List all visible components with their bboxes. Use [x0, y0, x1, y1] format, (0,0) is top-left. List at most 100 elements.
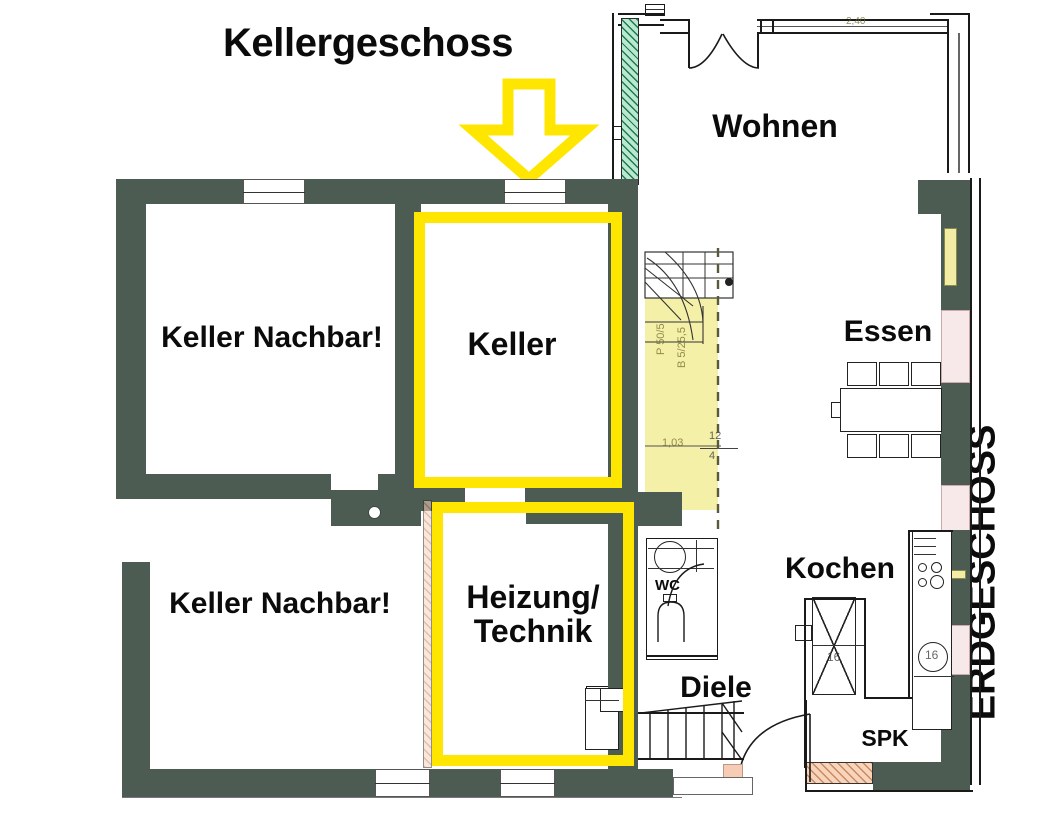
staircase-area-fill	[645, 270, 718, 510]
down-arrow-icon	[458, 78, 600, 187]
bm-wall-mid-left	[146, 474, 331, 499]
gf-wall-right-outer-3	[979, 178, 981, 318]
room-label-wohnen: Wohnen	[712, 108, 838, 144]
bm-wall-bottom-1	[122, 769, 375, 797]
spk-door-nib	[795, 625, 812, 641]
bm-wall-bottom-3	[555, 769, 673, 797]
bm-wall-bottom-outline	[122, 797, 682, 798]
gf-wall-top-right-inner	[757, 32, 947, 34]
dining-chair-top-1	[847, 362, 877, 386]
window-pane-2-edge-a	[970, 485, 972, 555]
highlight-box-heizung-technik[interactable]	[432, 502, 634, 766]
bm-window-top-2-mullion	[504, 192, 566, 193]
window-pane-1-edge-a	[970, 310, 972, 383]
staircase-upper-winder	[644, 251, 734, 447]
stair-note-3: 1,03	[662, 437, 684, 449]
spk-note: 16	[827, 650, 841, 664]
room-label-heizung-technik: Heizung/ Technik	[466, 579, 600, 649]
room-label-keller-nachbar-upper: Keller Nachbar!	[161, 321, 383, 354]
window-pane-1	[941, 310, 970, 383]
stair-rail-mid	[632, 712, 744, 714]
bm-wall-bottom-2	[430, 769, 500, 797]
dining-chair-left	[831, 402, 841, 418]
heizung-line-1: Heizung/	[466, 579, 600, 615]
kitchen-counter	[912, 530, 952, 730]
kitchen-counter-line-1	[914, 538, 936, 539]
highlight-box-keller[interactable]	[414, 212, 622, 488]
dining-table	[840, 388, 942, 432]
gf-wall-right-seg-2	[941, 383, 970, 485]
spk-wall-shelf-base	[864, 697, 912, 699]
gf-wall-right-seg-2-edge-a	[970, 383, 972, 485]
room-label-keller-nachbar-lower: Keller Nachbar!	[169, 587, 391, 620]
bm-window-bottom-2-mullion	[500, 783, 555, 784]
kitchen-wall-top	[908, 530, 953, 532]
bm-wall-left-lower	[122, 562, 150, 774]
gf-wall-right-outer-upper	[968, 13, 970, 173]
kitchen-wall-left	[908, 530, 910, 698]
door-swing-double	[688, 33, 760, 69]
kitchen-counter-line-3	[914, 554, 936, 555]
wc-counter-line-top	[648, 548, 714, 549]
dining-chair-bottom-3	[911, 434, 941, 458]
kitchen-counter-edge	[914, 676, 954, 677]
window-pane-1-edge-b	[979, 310, 981, 383]
room-label-essen: Essen	[843, 315, 933, 348]
gf-corner-stub	[947, 19, 949, 35]
room-label-spk: SPK	[861, 725, 909, 751]
bm-wall-pier-stub	[378, 474, 398, 496]
heizung-line-2: Technik	[473, 612, 593, 649]
spk-wall-left-lower	[805, 700, 807, 790]
window-opening-yellow-1	[944, 228, 957, 286]
room-label-wc: WC	[655, 577, 680, 594]
gf-wall-right-outer-2	[970, 178, 972, 318]
stairwell-dashed-edge	[716, 248, 720, 533]
gf-wall-right-seg-2-edge-b	[979, 383, 981, 485]
stove-burner-1	[918, 563, 927, 572]
bm-wall-face-hatch	[423, 500, 432, 768]
bm-window-bottom-1-mullion	[375, 783, 430, 784]
technik-unit-line	[585, 700, 619, 701]
gf-wall-left-outer	[612, 13, 614, 185]
gf-wall-right-inner-upper	[947, 33, 949, 173]
wc-enclosure	[646, 538, 718, 660]
gf-wall-top-b	[660, 32, 690, 34]
gf-wall-bottom-dark	[873, 762, 970, 790]
gf-wall-right-mid-upper	[958, 33, 960, 173]
kitchen-sink	[918, 642, 948, 672]
door-jamb-right	[757, 32, 759, 68]
stair-note-1: P 50/5	[655, 323, 667, 355]
room-label-diele: Diele	[680, 671, 752, 704]
spk-shelf-divider	[812, 645, 864, 646]
kitchen-note: 16	[925, 648, 939, 662]
bm-window-top-1	[243, 179, 305, 204]
wall-connector-mark	[612, 126, 622, 140]
wc-counter-divider	[696, 540, 697, 572]
gf-wall-right-outer-5	[979, 530, 981, 785]
wc-toilet	[657, 601, 685, 642]
window-frame-mark-2	[772, 19, 774, 33]
gf-wall-top-a	[660, 19, 690, 21]
staircase-steps	[631, 700, 743, 761]
dining-chair-bottom-2	[879, 434, 909, 458]
spk-wall-left	[804, 598, 806, 768]
stair-dim-2: 4	[709, 450, 716, 462]
insulation-wall-green	[621, 18, 639, 185]
spk-wall-top	[804, 598, 866, 600]
bm-wall-pier-right	[638, 492, 682, 526]
stove-burner-4	[930, 575, 944, 589]
stair-note-2: B 5/25,5	[676, 327, 688, 368]
wc-washbasin	[654, 541, 686, 573]
bm-window-top-1-mullion	[243, 192, 305, 193]
gf-wall-top-left	[618, 13, 664, 15]
window-pane-2-edge-b	[979, 485, 981, 555]
door-jamb-left	[688, 32, 690, 68]
gf-wall-bottom-outline	[805, 790, 973, 792]
page-title: Kellergeschoss	[222, 21, 514, 65]
wc-wall-bottom	[646, 655, 718, 657]
bm-window-top-2	[504, 179, 566, 204]
wc-door-swing	[667, 563, 705, 607]
stove-burner-3	[918, 578, 927, 587]
dining-chair-top-3	[911, 362, 941, 386]
window-symbol-top-left	[645, 4, 665, 16]
